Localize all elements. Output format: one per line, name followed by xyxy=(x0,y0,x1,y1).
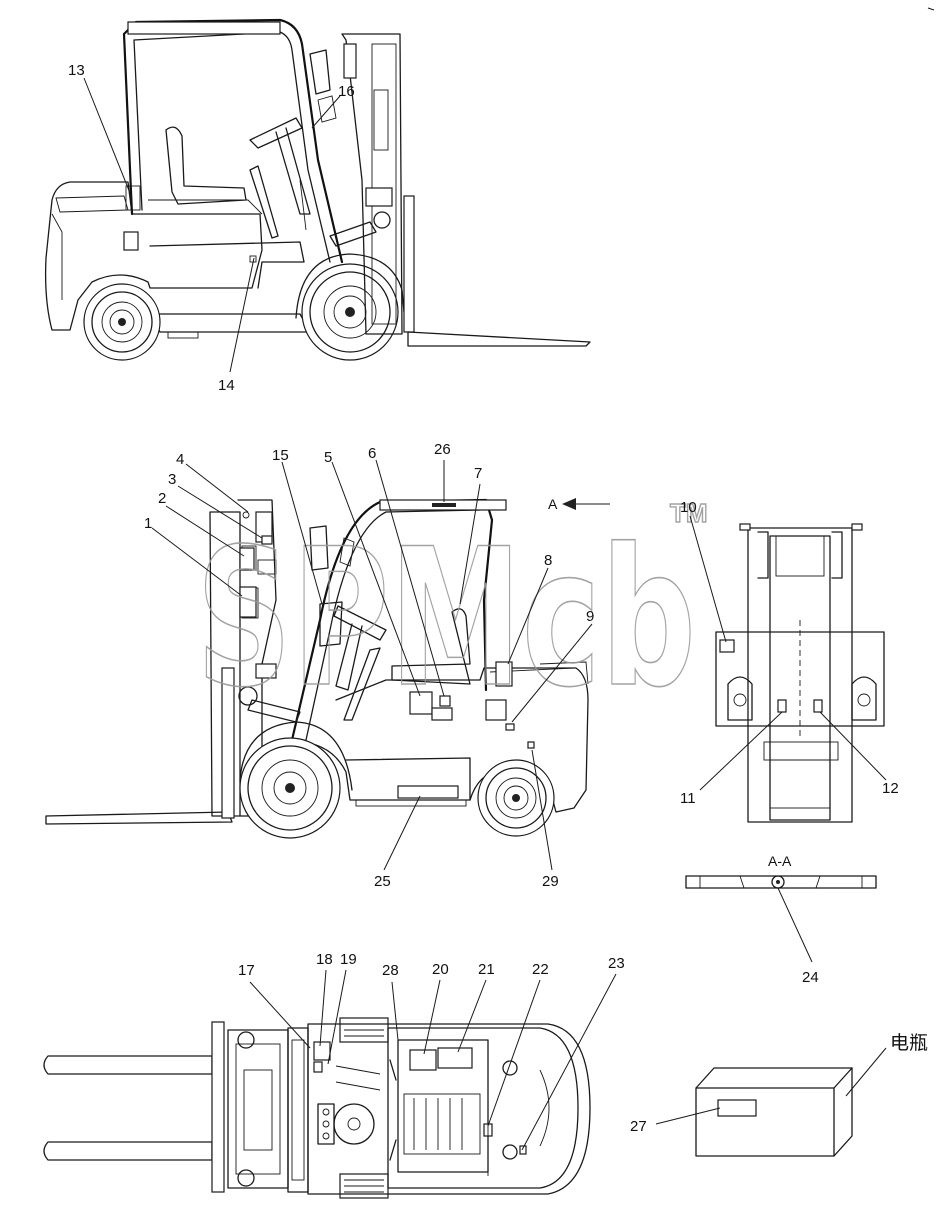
callout-11: 11 xyxy=(680,790,696,807)
callout-9: 9 xyxy=(586,608,594,625)
callout-numbers: 13 16 14 4 3 2 1 15 5 6 26 7 8 9 10 11 1… xyxy=(68,62,899,1135)
callout-3: 3 xyxy=(168,471,176,488)
callout-29: 29 xyxy=(542,873,559,890)
callout-28: 28 xyxy=(382,962,399,979)
battery-box xyxy=(695,1067,853,1157)
callout-8: 8 xyxy=(544,552,552,569)
section-a-a-label: A-A xyxy=(768,853,792,869)
callout-7: 7 xyxy=(474,465,482,482)
callout-10: 10 xyxy=(680,499,697,516)
callout-19: 19 xyxy=(340,951,357,968)
callout-25: 25 xyxy=(374,873,391,890)
callout-17: 17 xyxy=(238,962,255,979)
callout-12: 12 xyxy=(882,780,899,797)
section-a-a xyxy=(685,875,877,889)
callout-2: 2 xyxy=(158,490,166,507)
callout-16: 16 xyxy=(338,83,355,100)
callout-22: 22 xyxy=(532,961,549,978)
corner-mark xyxy=(927,7,935,11)
view-a-mast-rear xyxy=(715,523,885,823)
callout-23: 23 xyxy=(608,955,625,972)
callout-26: 26 xyxy=(434,441,451,458)
callout-21: 21 xyxy=(478,961,495,978)
callout-13: 13 xyxy=(68,62,85,79)
watermark-text: SPMcb xyxy=(196,508,696,729)
callout-18: 18 xyxy=(316,951,333,968)
battery-label: 电瓶 xyxy=(890,1032,928,1054)
view-a-arrowhead xyxy=(562,498,576,510)
callout-1: 1 xyxy=(144,515,152,532)
leader-lines xyxy=(83,77,887,1151)
callout-20: 20 xyxy=(432,961,449,978)
forklift-top-view xyxy=(43,1017,591,1199)
callout-14: 14 xyxy=(218,377,235,394)
forklift-side-view-upper xyxy=(44,18,591,361)
watermark-tm: TM xyxy=(670,498,708,528)
callout-27: 27 xyxy=(630,1118,647,1135)
watermark: SPMcb TM xyxy=(195,497,708,729)
forklift-side-view-middle xyxy=(45,498,589,839)
callout-15: 15 xyxy=(272,447,289,464)
callout-24: 24 xyxy=(802,969,819,986)
callout-5: 5 xyxy=(324,449,332,466)
view-a-label: A xyxy=(548,496,558,512)
callout-4: 4 xyxy=(176,451,184,468)
callout-6: 6 xyxy=(368,445,376,462)
